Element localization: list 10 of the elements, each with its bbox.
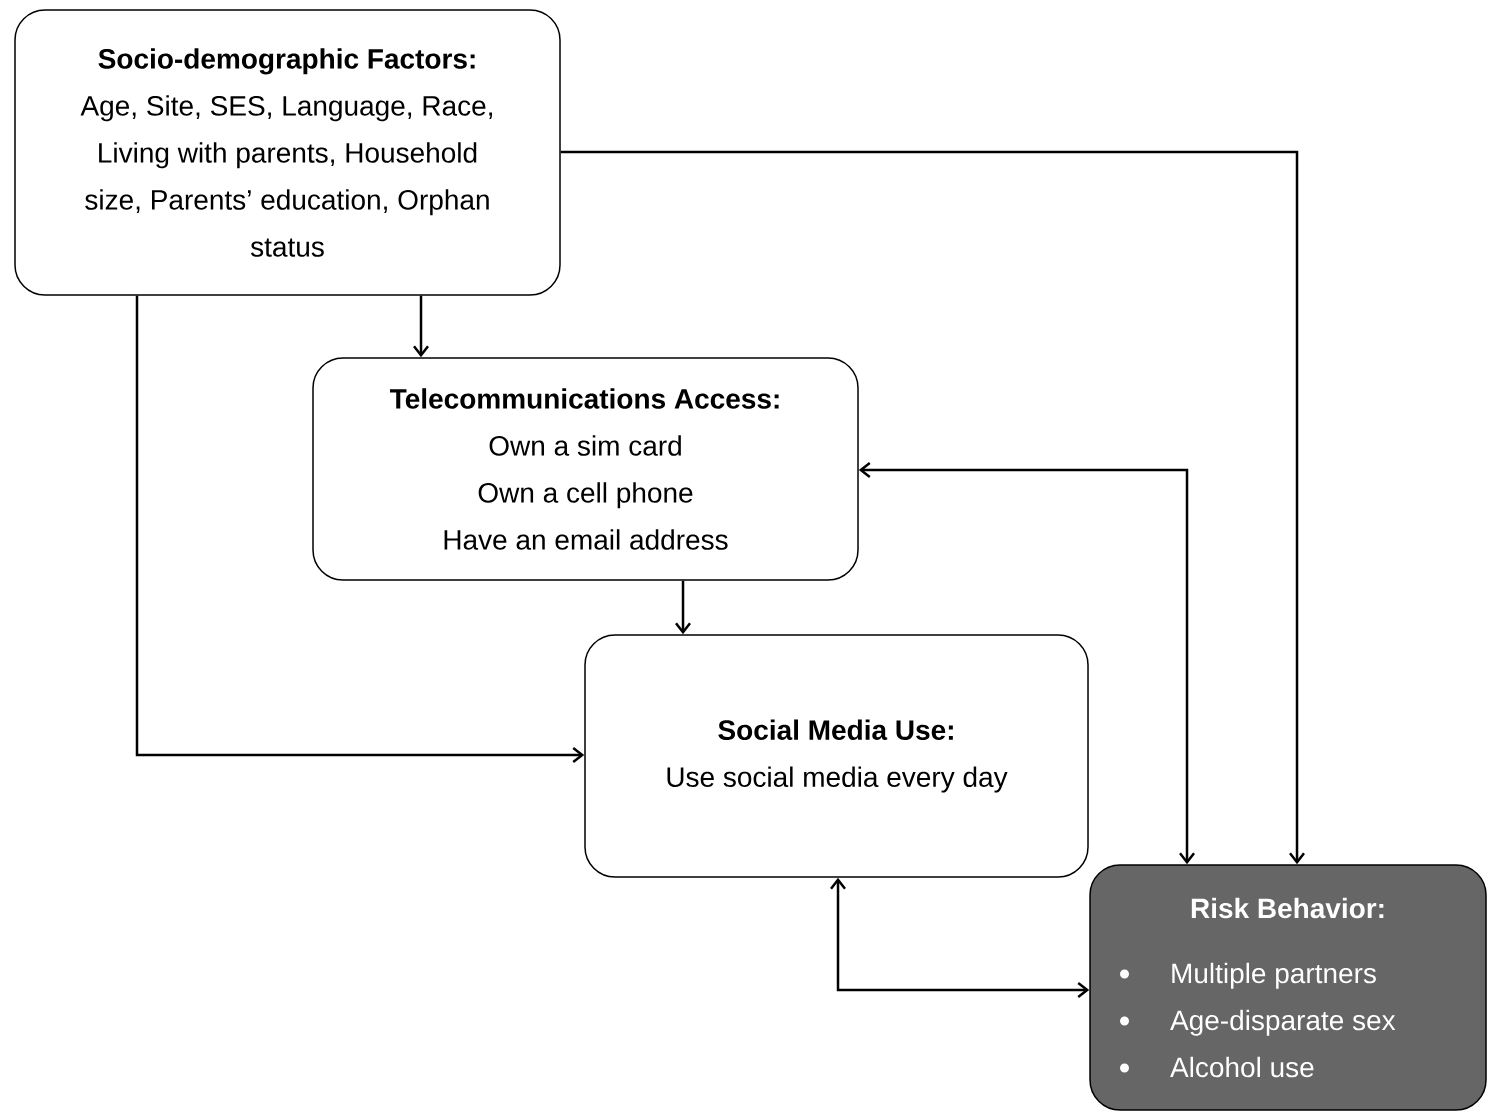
process-box: Risk Behavior: Multiple partners Age-disparate sex Alcohol use xyxy=(1089,864,1487,1111)
process-box: Telecommunications Access: Own a sim card Own a cell phone Have an email address xyxy=(312,357,859,581)
arrow xyxy=(135,295,585,763)
arrow xyxy=(830,877,1090,998)
arrow xyxy=(560,150,1305,865)
process-box: Social Media Use: Use social media every day xyxy=(584,634,1089,878)
arrow xyxy=(858,462,1195,865)
arrow xyxy=(675,580,691,635)
process-box: Socio-demographic Factors: Age, Site, SES, Language, Race, Living with parents, Household size, Parents’ education, Orphan status xyxy=(14,9,561,296)
arrow xyxy=(413,295,429,358)
